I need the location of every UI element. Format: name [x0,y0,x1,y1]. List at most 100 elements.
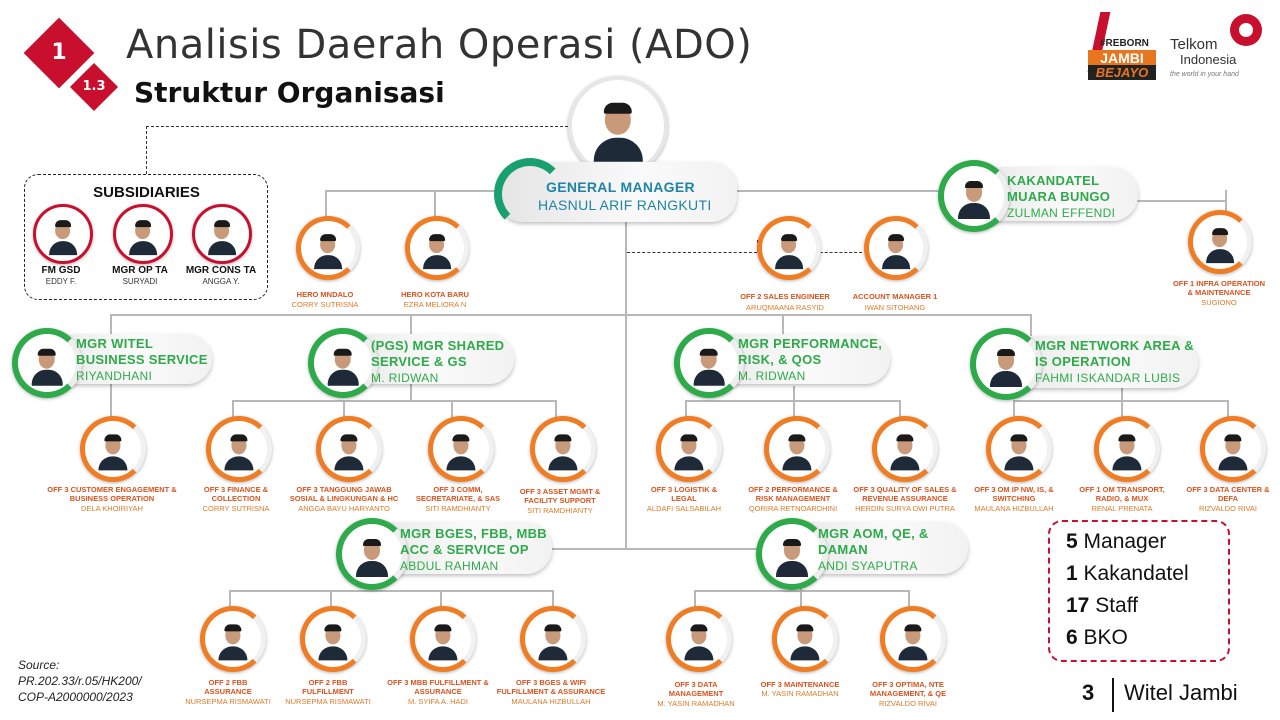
staff-title: OFF 3 DATA [674,680,718,689]
manager-photo [674,328,744,398]
staff-name: SUGIONO [1201,298,1237,307]
staff-photo [200,606,266,672]
subsidiary-name: SURYADI [122,277,158,286]
footer-label: Witel Jambi [1124,680,1238,705]
staff-title: OFF 3 OPTIMA, NTE [872,680,944,689]
staff-photo [405,216,469,280]
person-icon [323,345,364,386]
staff-name: IWAN SITOHANG [864,303,926,312]
manager-title-2: ACC & SERVICE OP [400,542,529,557]
staff-photo [428,416,494,482]
person-icon [329,432,368,471]
staff-title-2: FACILITY SUPPORT [524,496,596,505]
manager-name: M. RIDWAN [371,371,439,385]
staff-title: OFF 3 MAINTENANCE [760,680,840,689]
subsidiary-title: MGR OP TA [112,265,168,276]
staff-name: ANGGA BAYU HARYANTO [298,504,390,513]
person-icon [877,231,915,270]
manager-photo [756,518,828,590]
subsidiary-photo [113,204,173,264]
person-icon [893,622,932,661]
staff-title-2: RADIO, & MUX [1095,494,1149,503]
person-icon [953,177,995,220]
summary-label: Manager [1083,530,1167,553]
staff-title-2: COLLECTION [211,494,261,503]
staff-name: CORRY SUTRISNA [291,300,359,309]
staff-photo [530,416,596,482]
person-icon [418,231,456,270]
person-icon [219,432,258,471]
person-icon [309,231,347,270]
staff-name: NURSEPMA RISMAWATI [285,697,371,706]
manager-title-2: RISK, & QOS [738,352,822,367]
person-icon [203,217,241,256]
staff-photo [986,416,1052,482]
summary-count: 6 [1066,626,1078,649]
manager-photo [970,328,1042,400]
manager-title: MGR AOM, QE, & [818,526,929,541]
manager-name: ABDUL RAHMAN [400,559,499,573]
staff-photo [656,416,722,482]
person-icon [669,432,708,471]
staff-photo [316,416,382,482]
staff-title: OFF 1 INFRA OPERATION [1172,279,1266,288]
source-ref-2: COP-A2000000/2023 [18,690,133,704]
staff-name: HERDIN SURYA DWI PUTRA [855,504,955,513]
jambi-bejayo-logo: #REBORN JAMBI BEJAYO [1082,12,1160,80]
person-icon [689,345,730,386]
manager-photo [308,328,378,398]
kakandatel-name: ZULMAN EFFENDI [1007,206,1116,220]
kakandatel-title-2: MUARA BUNGO [1007,189,1111,204]
kakandatel-title: KAKANDATEL [1007,173,1100,188]
subsidiary-photo [192,204,252,264]
staff-photo [206,416,272,482]
footer-divider [1112,678,1114,712]
person-icon [44,217,82,256]
staff-photo [666,606,732,672]
staff-photo [872,416,938,482]
source-ref-1: PR.202.33/r.05/HK200/ [18,674,142,688]
staff-title: OFF 3 ASSET MGMT & [519,487,601,496]
staff-title: ACCOUNT MANAGER 1 [852,292,938,301]
staff-photo [764,416,830,482]
person-icon [999,432,1038,471]
person-icon [423,622,462,661]
staff-title: OFF 3 TANGGUNG JAWAB [296,485,392,494]
staff-photo [300,606,366,672]
staff-title-2: FULFILLMENT & ASSURANCE [496,687,606,696]
staff-photo [1188,210,1252,274]
person-icon [785,622,824,661]
staff-title: OFF 2 FBB [308,678,348,687]
manager-name: ANDI SYAPUTRA [818,559,918,573]
staff-name: MAULANA HIZBULLAH [974,504,1054,513]
manager-photo [336,518,408,590]
section-number: 1 [51,40,67,65]
staff-name: MAULANA HIZBULLAH [511,697,591,706]
manager-title: (PGS) MGR SHARED [371,338,505,353]
manager-title-2: IS OPERATION [1035,354,1131,369]
person-icon [351,535,393,578]
staff-title-2: SWITCHING [992,494,1036,503]
summary-item: 17 Staff [1066,594,1138,618]
page-subtitle: Struktur Organisasi [134,76,445,109]
staff-photo [880,606,946,672]
manager-title-2: BUSINESS SERVICE [76,352,208,367]
staff-title: HERO MNDALO [296,290,354,299]
staff-name: CORRY SUTRISNA [202,504,270,513]
summary-item: 1 Kakandatel [1066,562,1189,586]
telkom-indonesia-logo: Telkom Indonesia the world in your hand [1168,14,1268,80]
manager-title: MGR WITEL [76,336,154,351]
staff-title-2: DEFA [1217,494,1238,503]
gm-name: HASNUL ARIF RANGKUTI [538,197,712,213]
staff-title-2: SOSIAL & LINGKUNGAN & HC [289,494,399,503]
manager-title: MGR PERFORMANCE, [738,336,883,351]
staff-title: OFF 3 COMM, [433,485,483,494]
staff-title-2: BUSINESS OPERATION [69,494,155,503]
summary-box [1048,520,1230,662]
staff-name: EZRA MELIORA N [403,300,467,309]
manager-name: RIYANDHANI [76,369,153,383]
staff-name: RIZVALDO RIVAI [1198,504,1258,513]
staff-name: M. YASIN RAMADHAN [657,699,735,708]
staff-photo [772,606,838,672]
staff-title: OFF 3 MBB FULFILLMENT & [387,678,489,687]
